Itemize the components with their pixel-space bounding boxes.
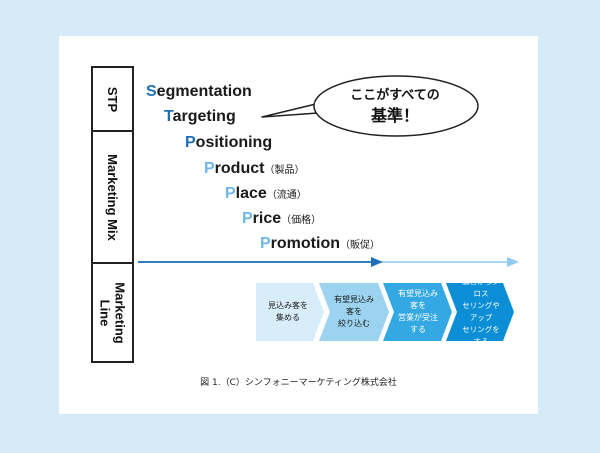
step-4-line-2: セリングやアップ xyxy=(462,301,500,322)
term-promotion: Promotion（販促） xyxy=(260,235,380,253)
step-2-label: 有望見込み客を 絞り込む xyxy=(322,283,388,341)
step-4-line-3: セリングをする xyxy=(462,325,500,346)
sidebar-cell-stp: STP xyxy=(93,68,132,132)
term-rest: egmentation xyxy=(156,83,252,100)
term-rest: ositioning xyxy=(195,134,273,151)
term-segmentation: Segmentation xyxy=(146,83,252,101)
term-initial: P xyxy=(204,160,215,177)
step-4-label: 顧客からクロス セリングやアップ セリングをする xyxy=(449,277,515,346)
term-initial: S xyxy=(146,83,157,100)
bubble-line-2: 基準！ xyxy=(370,106,419,125)
term-rest: argeting xyxy=(172,108,236,125)
step-chevron-2 xyxy=(319,283,389,341)
step-3-line-1: 有望見込み客を xyxy=(398,289,438,310)
term-initial: T xyxy=(164,108,173,125)
term-japanese: （製品） xyxy=(264,165,305,176)
term-price: Price（価格） xyxy=(242,210,321,228)
term-rest: romotion xyxy=(270,235,340,252)
sidebar-cell-marketing-mix: Marketing Mix xyxy=(93,132,132,264)
step-chevrons xyxy=(256,283,514,341)
term-japanese: （流通） xyxy=(266,190,307,201)
term-place: Place（流通） xyxy=(225,185,307,203)
step-4-line-1: 顧客からクロス xyxy=(462,277,500,298)
figure-caption: 図 1.（C）シンフォニーマーケティング株式会社 xyxy=(200,378,397,388)
term-product: Product（製品） xyxy=(204,160,304,178)
arrow-dark-head xyxy=(371,257,383,267)
step-1-line-1: 見込み客を xyxy=(268,301,308,310)
step-chevron-1 xyxy=(256,283,324,341)
term-initial: P xyxy=(242,210,253,227)
step-chevron-3 xyxy=(383,283,452,341)
term-targeting: Targeting xyxy=(164,108,236,126)
speech-bubble xyxy=(261,75,479,137)
term-rest: lace xyxy=(235,185,267,202)
step-2-line-1: 有望見込み客を xyxy=(334,295,374,316)
step-3-line-2: 営業が受注する xyxy=(398,313,438,334)
speech-bubble-tail xyxy=(261,102,321,118)
term-initial: P xyxy=(225,185,236,202)
term-rest: rice xyxy=(252,210,282,227)
step-3-label: 有望見込み客を 営業が受注する xyxy=(386,283,452,341)
term-initial: P xyxy=(185,134,196,151)
speech-bubble-joint xyxy=(314,101,323,114)
timeline-arrows xyxy=(138,257,519,267)
step-chevron-4 xyxy=(446,283,514,341)
speech-bubble-body xyxy=(313,75,479,137)
arrow-light-head xyxy=(507,257,519,267)
step-2-line-2: 絞り込む xyxy=(338,319,370,328)
sidebar: STP Marketing Mix Marketing Line xyxy=(91,66,134,363)
term-positioning: Positioning xyxy=(185,134,272,152)
term-initial: P xyxy=(260,235,271,252)
term-japanese: （価格） xyxy=(281,215,322,226)
term-japanese: （販促） xyxy=(340,240,380,251)
term-rest: roduct xyxy=(214,160,265,177)
step-1-label: 見込み客を 集める xyxy=(256,283,322,341)
speech-bubble-text: ここがすべての 基準！ xyxy=(330,87,460,127)
step-1-line-2: 集める xyxy=(276,313,300,322)
bubble-line-1: ここがすべての xyxy=(350,88,440,103)
